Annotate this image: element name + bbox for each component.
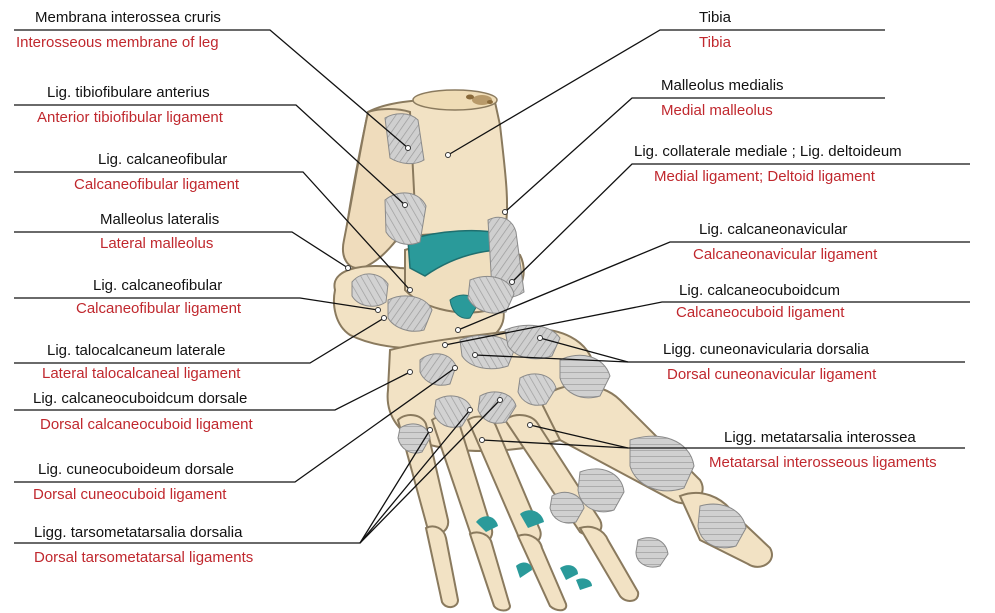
label-english-dorsal-calcaneocuboid: Dorsal calcaneocuboid ligament (40, 416, 253, 434)
label-latin-membrana-interossea: Membrana interossea cruris (35, 9, 221, 27)
label-latin-malleolus-medialis: Malleolus medialis (661, 77, 784, 95)
label-latin-cuneocuboideum-dorsale: Lig. cuneocuboideum dorsale (38, 461, 234, 479)
label-latin-talocalcaneum-laterale: Lig. talocalcaneum laterale (47, 342, 225, 360)
label-english-calcaneocuboid: Calcaneocuboid ligament (676, 304, 844, 322)
label-latin-collaterale-mediale-deltoideum: Lig. collaterale mediale ; Lig. deltoide… (634, 143, 902, 161)
label-english-interosseous-membrane: Interosseous membrane of leg (16, 34, 219, 52)
label-latin-tarsometatarsalia-dorsalia: Ligg. tarsometatarsalia dorsalia (34, 524, 242, 542)
label-english-anterior-tibiofibular: Anterior tibiofibular ligament (37, 109, 223, 127)
label-latin-tibia: Tibia (699, 9, 731, 27)
label-latin-calcaneofibular-2: Lig. calcaneofibular (93, 277, 222, 295)
label-latin-malleolus-lateralis: Malleolus lateralis (100, 211, 219, 229)
label-english-medial-deltoid-ligament: Medial ligament; Deltoid ligament (654, 168, 875, 186)
label-latin-calcaneocuboideum-dorsale: Lig. calcaneocuboidcum dorsale (33, 390, 247, 408)
label-english-dorsal-tarsometatarsal: Dorsal tarsometatarsal ligaments (34, 549, 253, 567)
label-english-medial-malleolus: Medial malleolus (661, 102, 773, 120)
label-english-calcaneofibular-1: Calcaneofibular ligament (74, 176, 239, 194)
label-english-calcaneonavicular: Calcaneonavicular ligament (693, 246, 877, 264)
label-latin-tibiofibulare-anterius: Lig. tibiofibulare anterius (47, 84, 210, 102)
label-english-dorsal-cuneonavicular: Dorsal cuneonavicular ligament (667, 366, 876, 384)
label-latin-metatarsalia-interossea: Ligg. metatarsalia interossea (724, 429, 916, 447)
label-english-calcaneofibular-2: Calcaneofibular ligament (76, 300, 241, 318)
label-english-metatarsal-interosseous: Metatarsal interosseous ligaments (709, 454, 937, 472)
label-english-tibia: Tibia (699, 34, 731, 52)
label-english-dorsal-cuneocuboid: Dorsal cuneocuboid ligament (33, 486, 226, 504)
label-latin-calcaneofibular-1: Lig. calcaneofibular (98, 151, 227, 169)
label-latin-calcaneonavicular: Lig. calcaneonavicular (699, 221, 847, 239)
label-latin-calcaneocuboideum: Lig. calcaneocuboidcum (679, 282, 840, 300)
label-english-lateral-talocalcaneal: Lateral talocalcaneal ligament (42, 365, 240, 383)
label-english-lateral-malleolus: Lateral malleolus (100, 235, 213, 253)
label-latin-cuneonavicularia-dorsalia: Ligg. cuneonavicularia dorsalia (663, 341, 869, 359)
